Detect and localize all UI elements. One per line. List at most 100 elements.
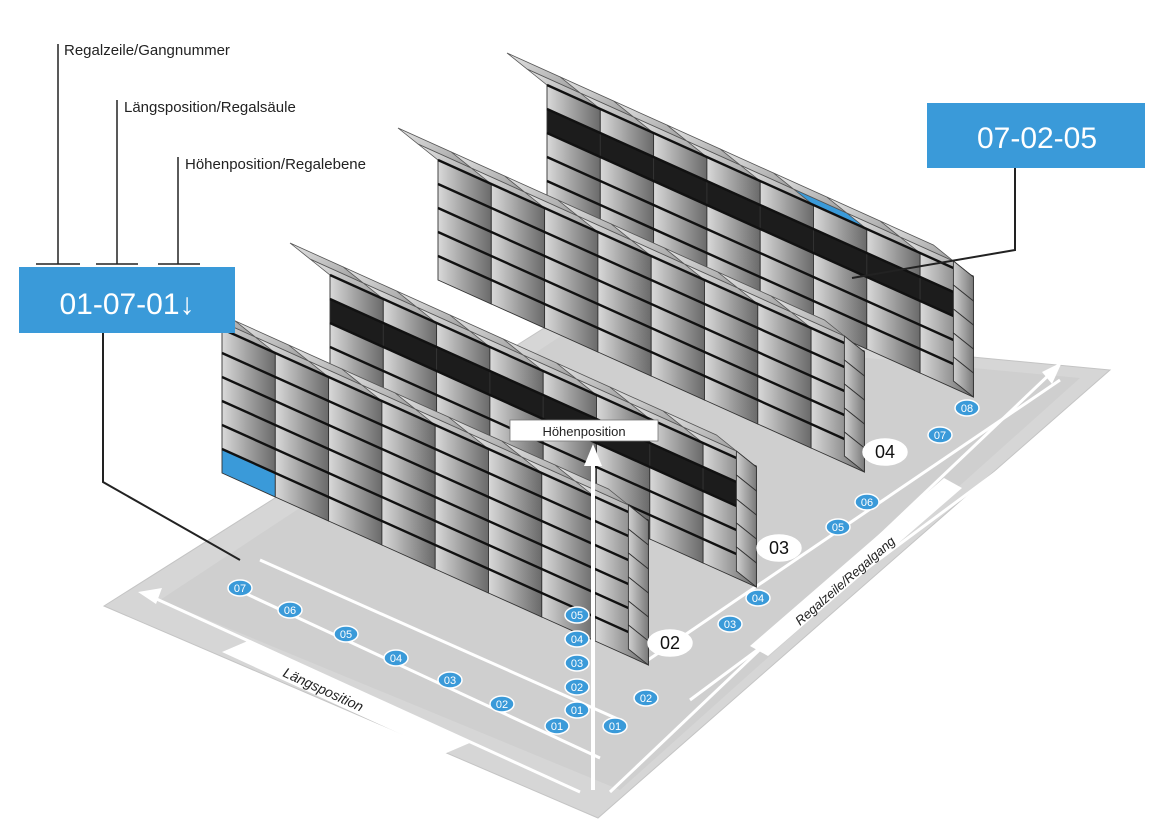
aisle-line: [237, 588, 601, 760]
level-badge: [564, 701, 590, 719]
aisle-lines: [237, 378, 1081, 760]
code-example-text: 01-07-01↓: [59, 288, 194, 321]
level-badge-text: 01: [571, 705, 583, 717]
row-number-badge: [756, 534, 802, 562]
end-cap-cell: [952, 356, 974, 398]
end-cap-cell: [843, 431, 865, 473]
shelf-divider: [437, 254, 865, 450]
row-position-badge-text: 01: [609, 721, 621, 733]
row-number-badge: [647, 629, 693, 657]
level-badge-text: 02: [571, 682, 583, 694]
shelf-divider: [546, 83, 974, 279]
row-number-badge: [862, 438, 908, 466]
level-badge: [564, 606, 590, 624]
top-cell: [770, 295, 845, 337]
shelf-divider: [221, 423, 649, 619]
length-badge-text: 01: [551, 721, 563, 733]
top-cell: [506, 52, 581, 94]
aisle-line: [689, 408, 1081, 702]
row-position-badge-text: 03: [724, 619, 736, 631]
height-axis-label-box: [509, 419, 659, 442]
row-position-badge: [825, 518, 851, 536]
row-position-badge: [633, 689, 659, 707]
top-cell: [662, 410, 737, 452]
row-position-badge: [854, 493, 880, 511]
height-axis-arrowhead: [584, 444, 602, 466]
end-cap-cell: [627, 624, 649, 666]
level-badge-text: 04: [571, 634, 583, 646]
length-badge: [437, 671, 463, 689]
shelf-divider: [221, 399, 649, 595]
callout-code-text: 07-02-05: [977, 122, 1097, 155]
code-legend: [36, 44, 200, 265]
level-badge: [564, 678, 590, 696]
height-axis-label: Höhenposition: [542, 424, 625, 439]
row-position-badge-text: 05: [832, 522, 844, 534]
shelf-divider: [546, 155, 974, 351]
shelf-divider: [329, 321, 757, 517]
legend-row-label: Regalzeile/Gangnummer: [64, 42, 230, 59]
row-position-badge: [717, 615, 743, 633]
length-badge: [544, 717, 570, 735]
row-position-badge: [745, 589, 771, 607]
length-badge-text: 03: [444, 675, 456, 687]
row-axis-arrowhead: [1042, 362, 1062, 384]
shelf-divider: [437, 158, 865, 354]
shelf-divider: [437, 230, 865, 426]
rack-row-03: [397, 127, 865, 473]
row-position-badge-text: 08: [961, 403, 973, 415]
length-axis-label-band: [222, 640, 472, 754]
legend-column-label: Längsposition/Regalsäule: [124, 99, 296, 116]
rack-blocks: [181, 52, 974, 666]
length-axis-arrowhead: [138, 588, 162, 604]
top-cell: [397, 127, 472, 169]
shelf-divider: [329, 297, 757, 493]
row-position-badge-text: 06: [861, 497, 873, 509]
shelf-divider: [437, 206, 865, 402]
level-badge-text: 05: [571, 610, 583, 622]
row-number-badge-text: 04: [875, 442, 895, 462]
callout-leader: [851, 168, 1016, 279]
length-badge: [227, 579, 253, 597]
row-position-badge-text: 07: [934, 430, 946, 442]
row-position-badge: [954, 399, 980, 417]
row-axis-label-band: [750, 478, 962, 656]
shelf-divider: [221, 351, 649, 547]
length-badge: [489, 695, 515, 713]
row-position-badge: [927, 426, 953, 444]
aisle-line: [647, 378, 1061, 662]
top-cell: [289, 242, 364, 284]
shelf-divider: [221, 327, 649, 523]
shelf-divider: [546, 131, 974, 327]
row-position-badge-text: 02: [640, 693, 652, 705]
shelf-divider: [329, 345, 757, 541]
length-badge: [383, 649, 409, 667]
rack-row-01: [181, 296, 649, 666]
row-position-badge: [602, 717, 628, 735]
rack-row-04: [506, 52, 974, 398]
row-number-badge-text: 02: [660, 633, 680, 653]
position-badges: 0706050403020105040302010102030405060708…: [227, 399, 980, 735]
code-example-leader: [102, 333, 241, 561]
level-badge: [564, 654, 590, 672]
length-badge-text: 07: [234, 583, 246, 595]
length-badge-text: 04: [390, 653, 402, 665]
aisle-line: [259, 558, 621, 722]
length-badge-text: 02: [496, 699, 508, 711]
shelf-divider: [329, 273, 757, 469]
level-badge-text: 03: [571, 658, 583, 670]
end-cap-cell: [735, 546, 757, 588]
length-badge: [333, 625, 359, 643]
row-position-badge-text: 04: [752, 593, 764, 605]
shelf-divider: [546, 179, 974, 375]
shelf-divider: [437, 182, 865, 378]
legend-level-label: Höhenposition/Regalebene: [185, 156, 366, 173]
shelf-divider: [221, 375, 649, 571]
callout-box: [927, 103, 1145, 168]
level-badge: [564, 630, 590, 648]
length-badge-text: 05: [340, 629, 352, 641]
code-example-box: [19, 267, 235, 333]
row-number-badge-text: 03: [769, 538, 789, 558]
length-badge: [277, 601, 303, 619]
